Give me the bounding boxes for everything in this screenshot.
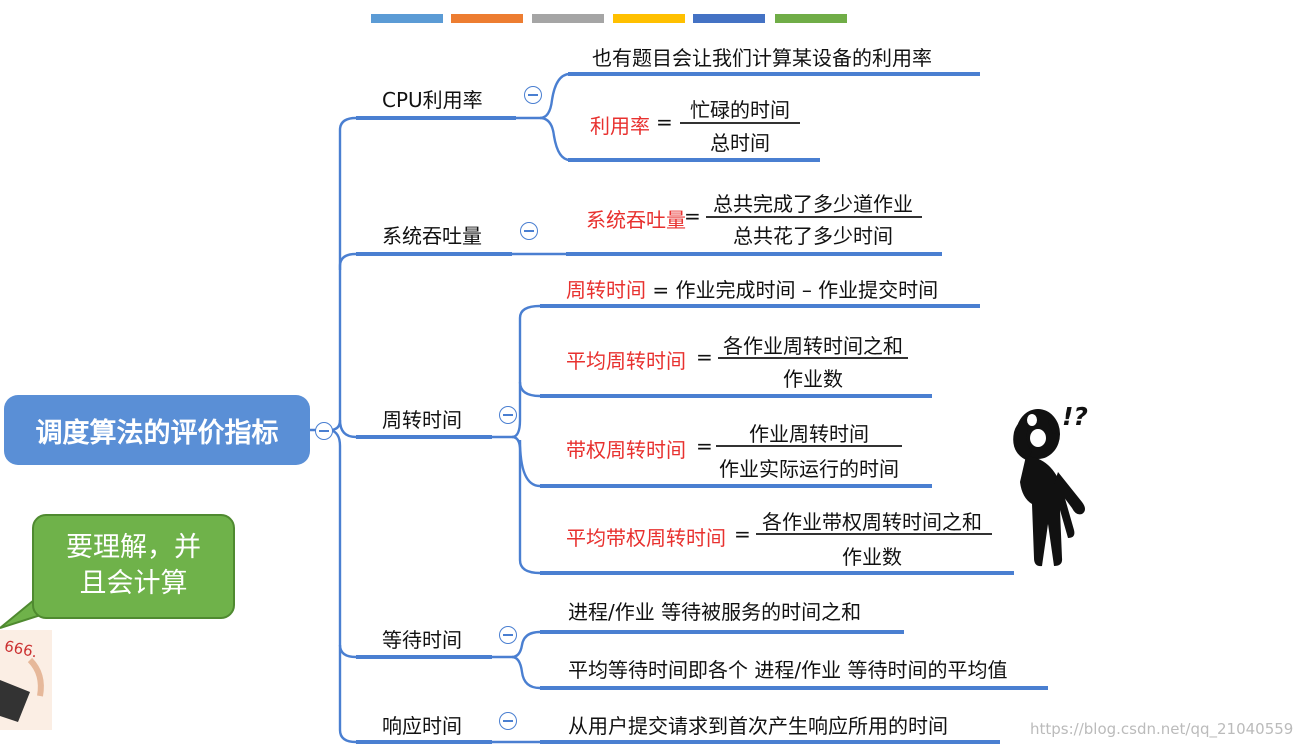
throughput-formula-underline	[566, 252, 942, 256]
avg-weighted-turnaround-eq: =	[734, 522, 751, 546]
avg-weighted-turnaround-numerator: 各作业带权周转时间之和	[762, 510, 982, 534]
cpu-formula-denominator: 总时间	[710, 131, 770, 155]
response-item-1-underline	[540, 740, 1000, 744]
turnaround-def-name: 周转时间	[566, 278, 646, 302]
confused-mark: !?	[1062, 402, 1088, 431]
collapse-root-icon[interactable]	[315, 422, 333, 440]
turnaround-def-rest: = 作业完成时间 – 作业提交时间	[646, 278, 939, 302]
cpu-formula-numerator: 忙碌的时间	[690, 98, 790, 122]
branch-turnaround-label[interactable]: 周转时间	[382, 408, 462, 432]
cpu-formula-eq: =	[656, 110, 673, 134]
avg-weighted-turnaround-fraction-line	[756, 533, 992, 535]
avg-turnaround-denominator: 作业数	[783, 367, 843, 391]
waiting-item-1: 进程/作业 等待被服务的时间之和	[568, 600, 862, 624]
avg-turnaround-underline	[540, 394, 932, 398]
throughput-formula-name: 系统吞吐量	[586, 208, 686, 232]
callout-line-1: 要理解，并	[66, 532, 201, 563]
waiting-item-1-underline	[540, 630, 904, 634]
top-strip-2	[451, 14, 523, 23]
weighted-turnaround-underline	[540, 484, 932, 488]
cpu-fraction-line	[680, 122, 800, 124]
cpu-note-underline	[568, 72, 980, 76]
top-strip-1	[371, 14, 443, 23]
throughput-formula-numerator: 总共完成了多少道作业	[713, 192, 913, 216]
turnaround-definition: 周转时间 = 作业完成时间 – 作业提交时间	[566, 274, 938, 303]
top-strip-5	[693, 14, 765, 23]
branch-cpu-label[interactable]: CPU利用率	[382, 88, 483, 112]
branch-turnaround-underline	[356, 435, 492, 439]
root-node[interactable]: 调度算法的评价指标	[4, 395, 310, 465]
top-strip-6	[775, 14, 847, 23]
watermark: https://blog.csdn.net/qq_21040559	[1030, 720, 1293, 738]
avg-weighted-turnaround-denominator: 作业数	[842, 545, 902, 569]
avg-turnaround-fraction-line	[718, 357, 908, 359]
throughput-formula-eq: =	[684, 204, 701, 228]
collapse-waiting-icon[interactable]	[499, 626, 517, 644]
collapse-cpu-icon[interactable]	[524, 86, 542, 104]
throughput-formula-denominator: 总共花了多少时间	[733, 224, 893, 248]
calculator-illustration: 666.	[0, 630, 52, 730]
collapse-response-icon[interactable]	[499, 712, 517, 730]
waiting-item-2: 平均等待时间即各个 进程/作业 等待时间的平均值	[568, 658, 1008, 682]
branch-response-label[interactable]: 响应时间	[382, 714, 462, 738]
callout-bubble: 要理解，并 且会计算	[32, 514, 235, 619]
branch-response-underline	[356, 740, 492, 744]
cpu-formula-underline	[568, 158, 820, 162]
top-strip-3	[532, 14, 604, 23]
avg-turnaround-name: 平均周转时间	[566, 349, 686, 373]
top-strip-4	[613, 14, 685, 23]
cpu-formula-name: 利用率	[590, 114, 650, 138]
branch-cpu-underline	[356, 116, 516, 120]
weighted-turnaround-denominator: 作业实际运行的时间	[719, 457, 899, 481]
confused-person-illustration	[1013, 409, 1085, 567]
weighted-turnaround-numerator: 作业周转时间	[749, 422, 869, 446]
throughput-fraction-line	[706, 216, 922, 218]
branch-throughput-underline	[356, 252, 512, 256]
avg-weighted-turnaround-name: 平均带权周转时间	[566, 526, 726, 550]
branch-throughput-label[interactable]: 系统吞吐量	[382, 224, 482, 248]
avg-turnaround-numerator: 各作业周转时间之和	[723, 334, 903, 358]
cpu-note: 也有题目会让我们计算某设备的利用率	[592, 46, 932, 70]
branch-waiting-underline	[356, 655, 492, 659]
weighted-turnaround-eq: =	[696, 434, 713, 458]
waiting-item-2-underline	[540, 686, 1048, 690]
turnaround-def-underline	[540, 304, 980, 308]
weighted-turnaround-name: 带权周转时间	[566, 438, 686, 462]
root-title: 调度算法的评价指标	[35, 417, 279, 449]
avg-turnaround-eq: =	[696, 345, 713, 369]
collapse-throughput-icon[interactable]	[520, 222, 538, 240]
avg-weighted-turnaround-underline	[540, 571, 1014, 575]
response-item-1: 从用户提交请求到首次产生响应所用的时间	[568, 714, 948, 738]
callout-line-2: 且会计算	[79, 568, 188, 599]
weighted-turnaround-fraction-line	[716, 445, 902, 447]
collapse-turnaround-icon[interactable]	[499, 406, 517, 424]
branch-waiting-label[interactable]: 等待时间	[382, 628, 462, 652]
